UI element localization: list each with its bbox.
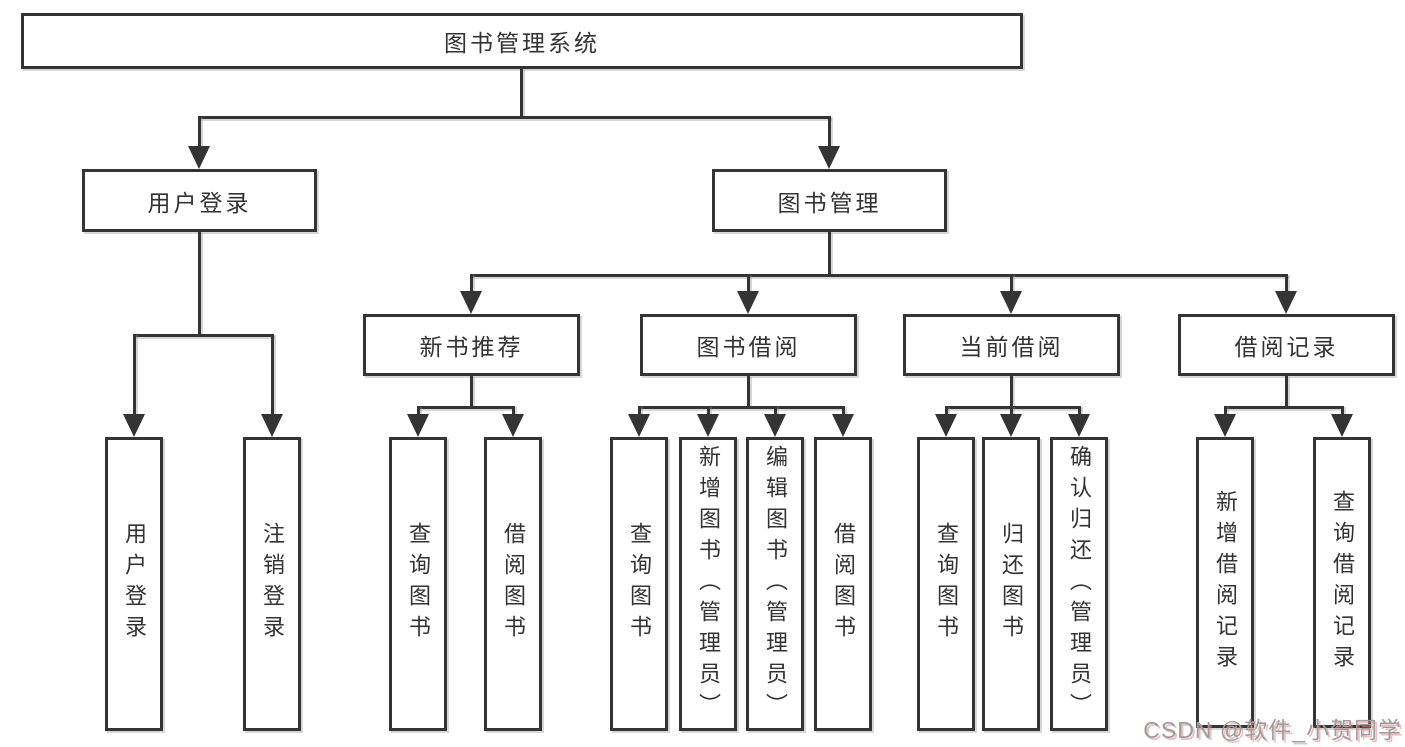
connector-drop-bb-query xyxy=(638,406,641,416)
node-user-login: 用户登录 xyxy=(82,169,317,232)
connector-drop-cb-confirm xyxy=(1078,406,1081,416)
leaf-cb-return-book: 归还图书 xyxy=(982,437,1040,731)
watermark-text: CSDN @软件_小贺同学 xyxy=(1143,717,1402,743)
connector-drop-bb-edit xyxy=(774,406,777,416)
connector-drop-current-borrow xyxy=(1010,274,1013,294)
arrowhead-bb-query xyxy=(628,414,650,437)
arrowhead-login xyxy=(123,414,145,437)
arrowhead-borrow-records xyxy=(1275,291,1297,314)
arrowhead-nb-borrow xyxy=(502,414,524,437)
arrowhead-cb-return xyxy=(1000,414,1022,437)
arrowhead-bb-add xyxy=(697,414,719,437)
connector-drop-bb-borrow xyxy=(842,406,845,416)
arrowhead-bb-borrow xyxy=(832,414,854,437)
arrowhead-cb-query xyxy=(935,414,957,437)
connector-borrow-records-branch xyxy=(1224,406,1343,409)
connector-drop-user-login xyxy=(198,116,201,149)
node-book-management: 图书管理 xyxy=(712,169,947,232)
connector-book-borrow-stem xyxy=(747,376,750,408)
arrowhead-book-management xyxy=(818,146,840,169)
arrowhead-book-borrow xyxy=(737,291,759,314)
arrowhead-new-book xyxy=(460,291,482,314)
leaf-bb-edit-book-admin: 编辑图书（管理员） xyxy=(746,437,804,731)
node-root: 图书管理系统 xyxy=(21,13,1023,69)
arrowhead-cb-confirm xyxy=(1068,414,1090,437)
connector-drop-br-add xyxy=(1224,406,1227,416)
node-current-borrow: 当前借阅 xyxy=(903,314,1120,376)
arrowhead-br-query xyxy=(1331,414,1353,437)
connector-drop-book-borrow xyxy=(747,274,750,294)
connector-drop-br-query xyxy=(1341,406,1344,416)
connector-drop-new-book xyxy=(470,274,473,294)
connector-borrow-records-stem xyxy=(1285,376,1288,408)
arrowhead-current-borrow xyxy=(1000,291,1022,314)
connector-root-branch xyxy=(198,116,831,119)
connector-user-login-branch xyxy=(133,334,274,337)
connector-drop-cb-query xyxy=(945,406,948,416)
leaf-cb-confirm-return-admin: 确认归还（管理员） xyxy=(1050,437,1108,731)
connector-drop-bb-add xyxy=(707,406,710,416)
arrowhead-bb-edit xyxy=(764,414,786,437)
node-new-book-recommend: 新书推荐 xyxy=(363,314,580,376)
connector-drop-logout xyxy=(271,334,274,415)
leaf-bb-borrow-book: 借阅图书 xyxy=(814,437,872,731)
arrowhead-logout xyxy=(261,414,283,437)
leaf-nb-query-book: 查询图书 xyxy=(389,437,447,731)
connector-drop-cb-return xyxy=(1010,406,1013,416)
leaf-nb-borrow-book: 借阅图书 xyxy=(484,437,542,731)
leaf-bb-query-book: 查询图书 xyxy=(610,437,668,731)
connector-drop-book-management xyxy=(828,116,831,149)
connector-root-stem xyxy=(520,69,523,118)
connector-drop-login xyxy=(133,334,136,415)
connector-drop-nb-query xyxy=(417,406,420,416)
connector-drop-nb-borrow xyxy=(512,406,515,416)
connector-current-borrow-branch xyxy=(945,406,1081,409)
connector-new-book-stem xyxy=(470,376,473,408)
connector-user-login-stem xyxy=(198,232,201,336)
arrowhead-br-add xyxy=(1214,414,1236,437)
leaf-br-add-record: 新增借阅记录 xyxy=(1196,437,1254,728)
connector-drop-borrow-records xyxy=(1285,274,1288,294)
node-borrow-records: 借阅记录 xyxy=(1178,314,1395,376)
connector-book-management-branch xyxy=(470,274,1288,277)
connector-book-borrow-branch xyxy=(638,406,844,409)
node-book-borrow: 图书借阅 xyxy=(640,314,857,376)
leaf-cb-query-book: 查询图书 xyxy=(917,437,975,731)
leaf-logout: 注销登录 xyxy=(243,437,301,731)
arrowhead-nb-query xyxy=(407,414,429,437)
leaf-br-query-record: 查询借阅记录 xyxy=(1313,437,1371,728)
connector-current-borrow-stem xyxy=(1010,376,1013,408)
connector-new-book-branch xyxy=(417,406,514,409)
leaf-bb-add-book-admin: 新增图书（管理员） xyxy=(679,437,737,731)
connector-book-management-stem xyxy=(828,232,831,276)
arrowhead-user-login xyxy=(188,146,210,169)
leaf-user-login: 用户登录 xyxy=(105,437,163,731)
